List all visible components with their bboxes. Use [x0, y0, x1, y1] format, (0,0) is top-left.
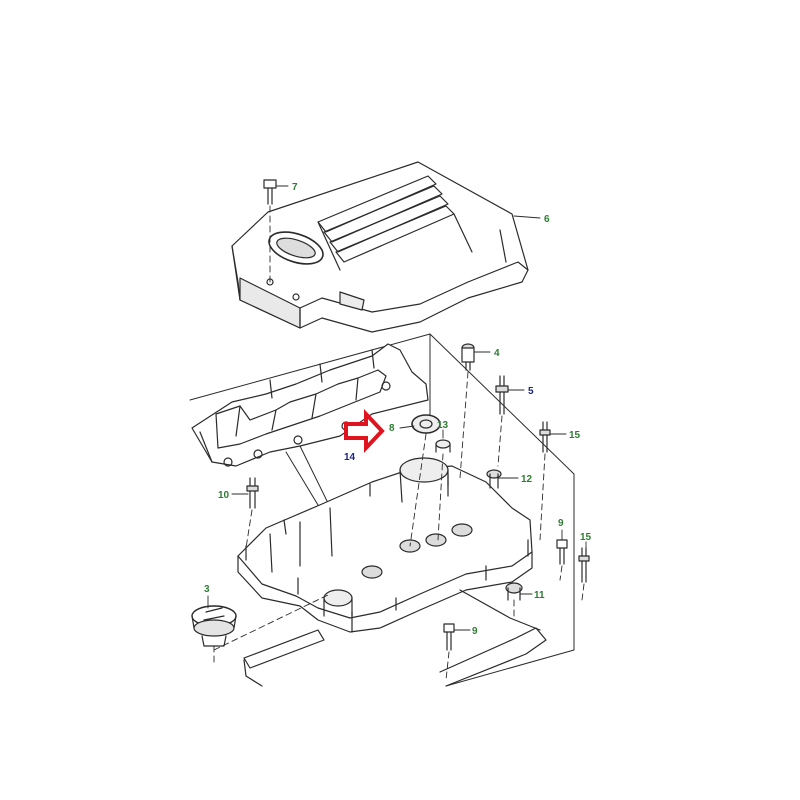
- callout-14: 14: [344, 452, 356, 463]
- oval-badge-logo: [268, 231, 324, 265]
- callout-15b: 15: [580, 532, 592, 543]
- seal-13: [435, 439, 451, 453]
- callout-leaders: [207, 185, 587, 631]
- callout-8: 8: [389, 423, 395, 434]
- callout-9b: 9: [472, 626, 478, 637]
- gasket: [243, 589, 547, 687]
- stud-15b: [578, 547, 590, 583]
- callout-10: 10: [218, 490, 230, 501]
- oil-cap-3: [191, 605, 237, 647]
- callout-7: 7: [292, 182, 298, 193]
- alignment-lines: [213, 205, 585, 681]
- baffle-tray: [191, 343, 429, 467]
- breather-4: [461, 343, 475, 371]
- right-arrow-outline-icon: [344, 408, 385, 454]
- callout-labels: 7 6 4 5 8 13 15 14 12 10 9 15 3 11 9: [204, 182, 592, 637]
- frame-outline: [189, 333, 575, 687]
- callout-6: 6: [544, 214, 550, 225]
- engine-cover: [231, 161, 529, 333]
- callout-9a: 9: [558, 518, 564, 529]
- callout-12: 12: [521, 474, 533, 485]
- callout-15a: 15: [569, 430, 581, 441]
- callout-11: 11: [534, 590, 545, 601]
- clip-12: [486, 469, 502, 489]
- stud-5: [495, 375, 509, 415]
- stud-10: [246, 477, 259, 509]
- bolt-9a: [556, 539, 568, 565]
- bolt-9b: [443, 623, 455, 651]
- callout-3: 3: [204, 584, 210, 595]
- callout-13: 13: [437, 420, 449, 431]
- grommet-8: [411, 414, 441, 434]
- clip-11: [505, 582, 523, 601]
- stud-15a: [539, 421, 551, 453]
- callout-4: 4: [494, 348, 500, 359]
- callout-5: 5: [528, 386, 534, 397]
- bolt-7: [263, 179, 277, 205]
